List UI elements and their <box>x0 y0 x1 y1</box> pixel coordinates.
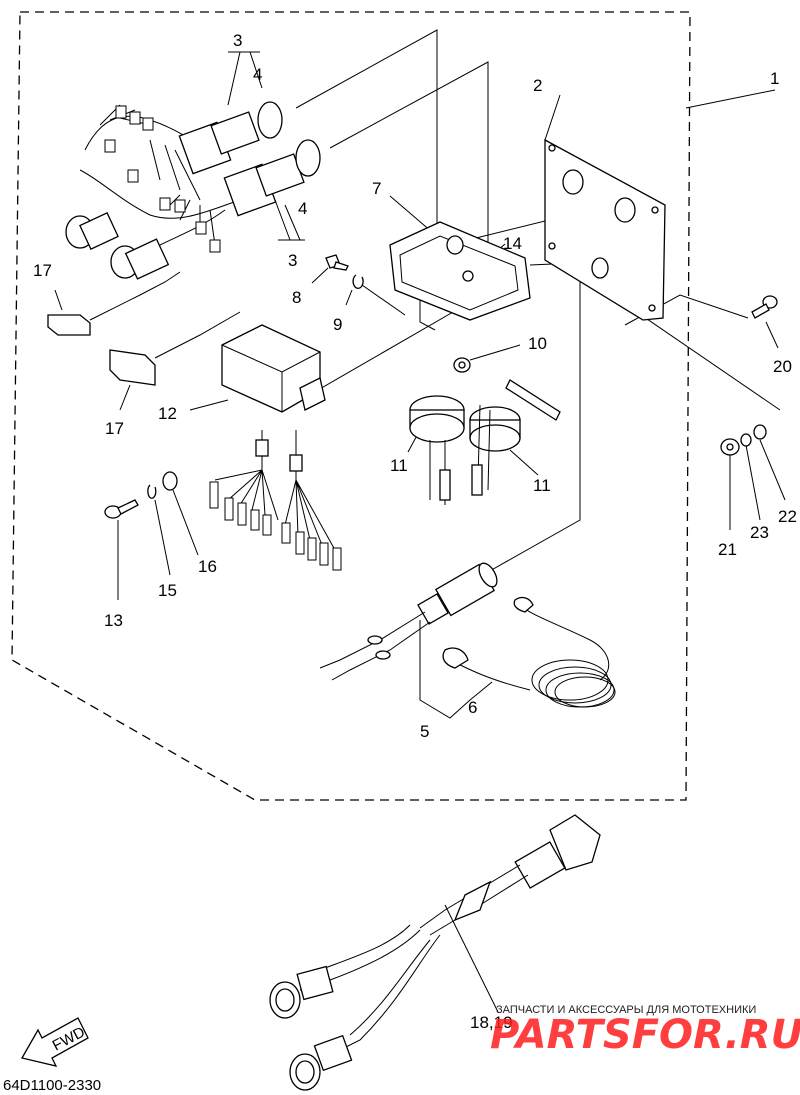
leader-lines <box>54 29 786 1013</box>
bolt-20 <box>751 295 778 319</box>
callout-10: 10 <box>528 334 547 353</box>
callout-16: 16 <box>198 557 217 576</box>
callout-8: 8 <box>292 288 301 307</box>
cdi-unit <box>209 324 342 571</box>
washer-16 <box>162 471 178 491</box>
nut-10 <box>453 357 471 373</box>
callout-18-19: 18,19 <box>470 1013 513 1032</box>
washer-15 <box>147 484 157 499</box>
callout-23: 23 <box>750 523 769 542</box>
extension-harness <box>269 814 601 1091</box>
watermark: ЗАПЧАСТИ И АКСЕССУАРЫ ДЛЯ МОТОТЕХНИКИ PA… <box>490 1004 800 1058</box>
cap-17-lower <box>109 311 241 386</box>
callout-7: 7 <box>372 179 381 198</box>
callout-9: 9 <box>333 315 342 334</box>
callout-13: 13 <box>104 611 123 630</box>
callout-6: 6 <box>468 698 477 717</box>
watermark-brand-part1: PARTS <box>490 1012 632 1058</box>
callouts: 1 2 3 4 4 3 7 14 8 9 10 11 11 12 13 15 1… <box>33 31 797 1032</box>
nut-21 <box>720 438 740 456</box>
watermark-brand-part2: FOR.RU <box>632 1012 800 1058</box>
screw-13 <box>104 499 139 519</box>
callout-5: 5 <box>420 722 429 741</box>
callout-15: 15 <box>158 581 177 600</box>
mounting-plate <box>544 138 666 321</box>
callout-3-upper: 3 <box>233 31 242 50</box>
washer-9 <box>352 274 364 289</box>
callout-20: 20 <box>773 357 792 376</box>
assembly-boundary <box>11 11 691 801</box>
callout-22: 22 <box>778 507 797 526</box>
cable-tie <box>505 379 561 421</box>
lanyard-cord <box>442 596 616 708</box>
callout-17-lower: 17 <box>105 419 124 438</box>
bracket <box>389 221 531 331</box>
watermark-tagline: ЗАПЧАСТИ И АКСЕССУАРЫ ДЛЯ МОТОТЕХНИКИ <box>496 1004 756 1016</box>
cap-17-upper <box>47 271 181 336</box>
watermark-brand: PARTSFOR.RU <box>490 1012 800 1058</box>
callout-1: 1 <box>770 69 779 88</box>
callout-11-right: 11 <box>533 476 551 495</box>
callout-12: 12 <box>158 404 177 423</box>
diagram-code: 64D1100-2330 <box>3 1077 101 1094</box>
stop-switch <box>319 562 498 681</box>
screw-8 <box>325 254 349 271</box>
callout-4-upper: 4 <box>253 65 262 84</box>
callout-17-upper: 17 <box>33 261 52 280</box>
washer-23 <box>740 433 752 447</box>
relay-right <box>469 404 521 496</box>
callout-14: 14 <box>503 234 522 253</box>
callout-3-lower: 3 <box>288 251 297 270</box>
callout-2: 2 <box>533 76 542 95</box>
main-harness <box>65 101 321 280</box>
fwd-arrow-icon: FWD <box>21 1017 89 1067</box>
relay-left <box>409 395 465 505</box>
callout-21: 21 <box>718 540 737 559</box>
washer-22 <box>753 424 767 440</box>
callout-4-lower: 4 <box>298 199 307 218</box>
callout-11-left: 11 <box>390 456 408 475</box>
